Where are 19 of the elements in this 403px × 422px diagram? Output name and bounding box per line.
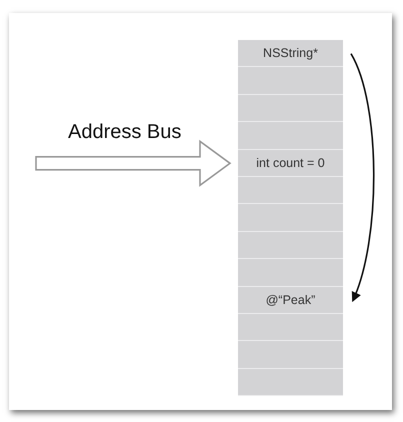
memory-cell <box>238 67 343 95</box>
memory-cell <box>238 341 343 369</box>
memory-cell <box>238 177 343 204</box>
cell-value: NSString* <box>263 46 318 60</box>
memory-cell <box>238 122 343 150</box>
memory-cell <box>238 314 343 342</box>
cell-value: int count = 0 <box>256 156 325 170</box>
memory-cell <box>238 259 343 287</box>
memory-cell <box>238 286 343 314</box>
curved-arrow <box>350 53 375 302</box>
memory-cell <box>238 94 343 122</box>
cell-value: @“Peak” <box>266 292 316 307</box>
memory-cell <box>238 204 343 232</box>
memory-cell <box>238 150 343 177</box>
memory-cell <box>238 232 343 260</box>
memory-cell <box>238 40 343 68</box>
memory-cell <box>238 368 343 396</box>
block-arrow <box>35 140 232 187</box>
edge-label: Address Bus <box>68 121 182 144</box>
